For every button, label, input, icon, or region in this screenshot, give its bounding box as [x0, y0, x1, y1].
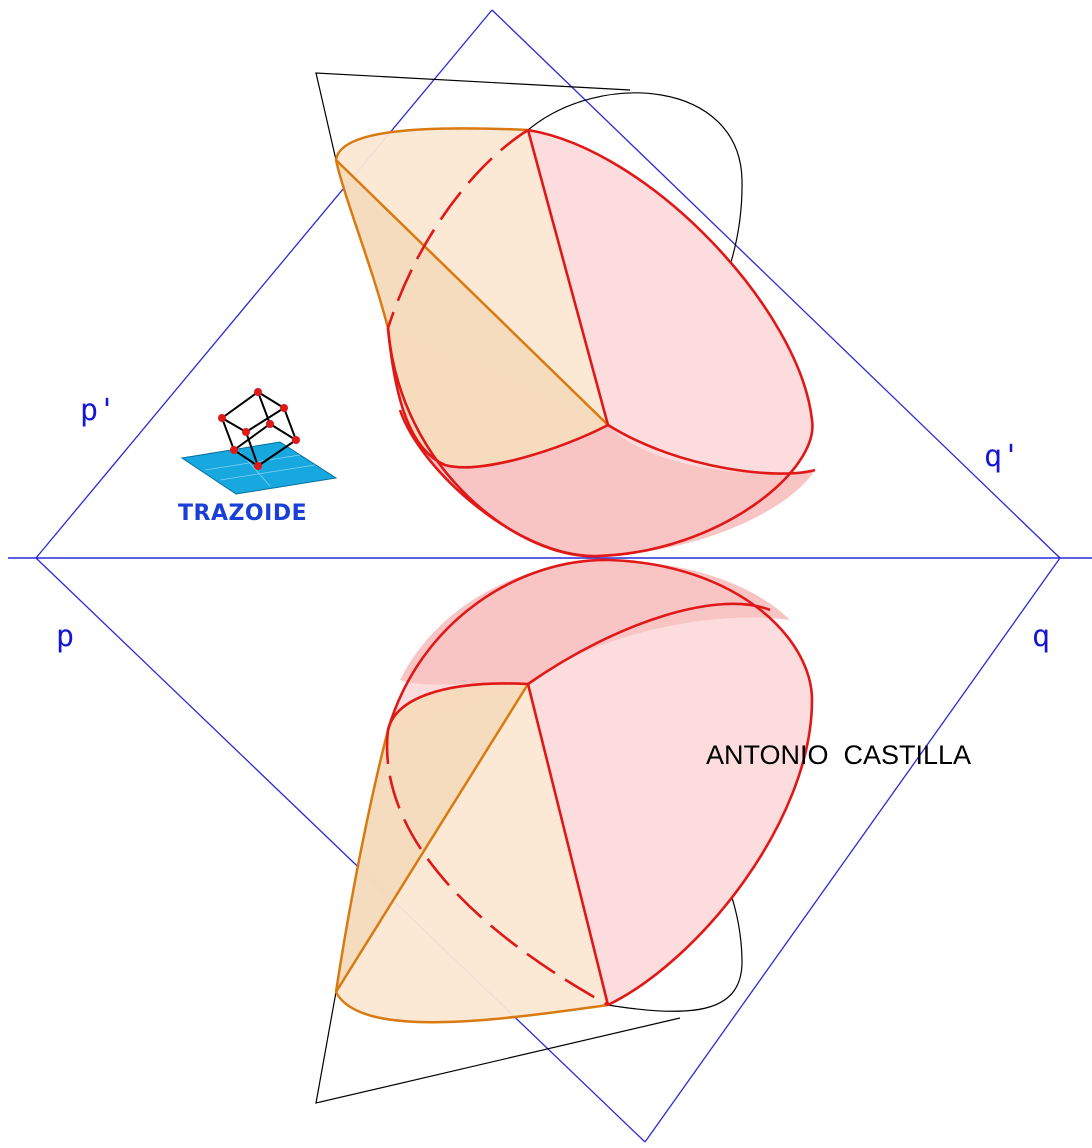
- logo-text: TRAZOIDE: [178, 501, 307, 526]
- label-p: p: [56, 619, 74, 654]
- plane-traces-vertical: [35, 9, 1061, 559]
- generatrices-upper: [334, 127, 609, 426]
- trace-p-prime: [35, 9, 493, 559]
- label-p-prime: p': [80, 393, 116, 428]
- label-q-prime: q': [984, 439, 1020, 474]
- author-name: ANTONIO CASTILLA: [706, 740, 971, 770]
- trace-p: [35, 557, 646, 1143]
- contour-upper: [386, 128, 816, 558]
- cone-shadow-upper: [336, 160, 608, 468]
- generatrices-lower: [334, 683, 609, 1024]
- trace-q-prime: [491, 9, 1061, 559]
- plane-traces-horizontal: [35, 557, 1061, 1143]
- cube-on-plane-icon: [180, 388, 338, 495]
- trace-q: [644, 557, 1061, 1143]
- label-q: q: [1032, 619, 1050, 654]
- upper-projection: [315, 72, 816, 558]
- contour-lower: [385, 558, 814, 1007]
- cylinder-band-upper: [400, 410, 815, 556]
- lower-projection: [315, 558, 814, 1104]
